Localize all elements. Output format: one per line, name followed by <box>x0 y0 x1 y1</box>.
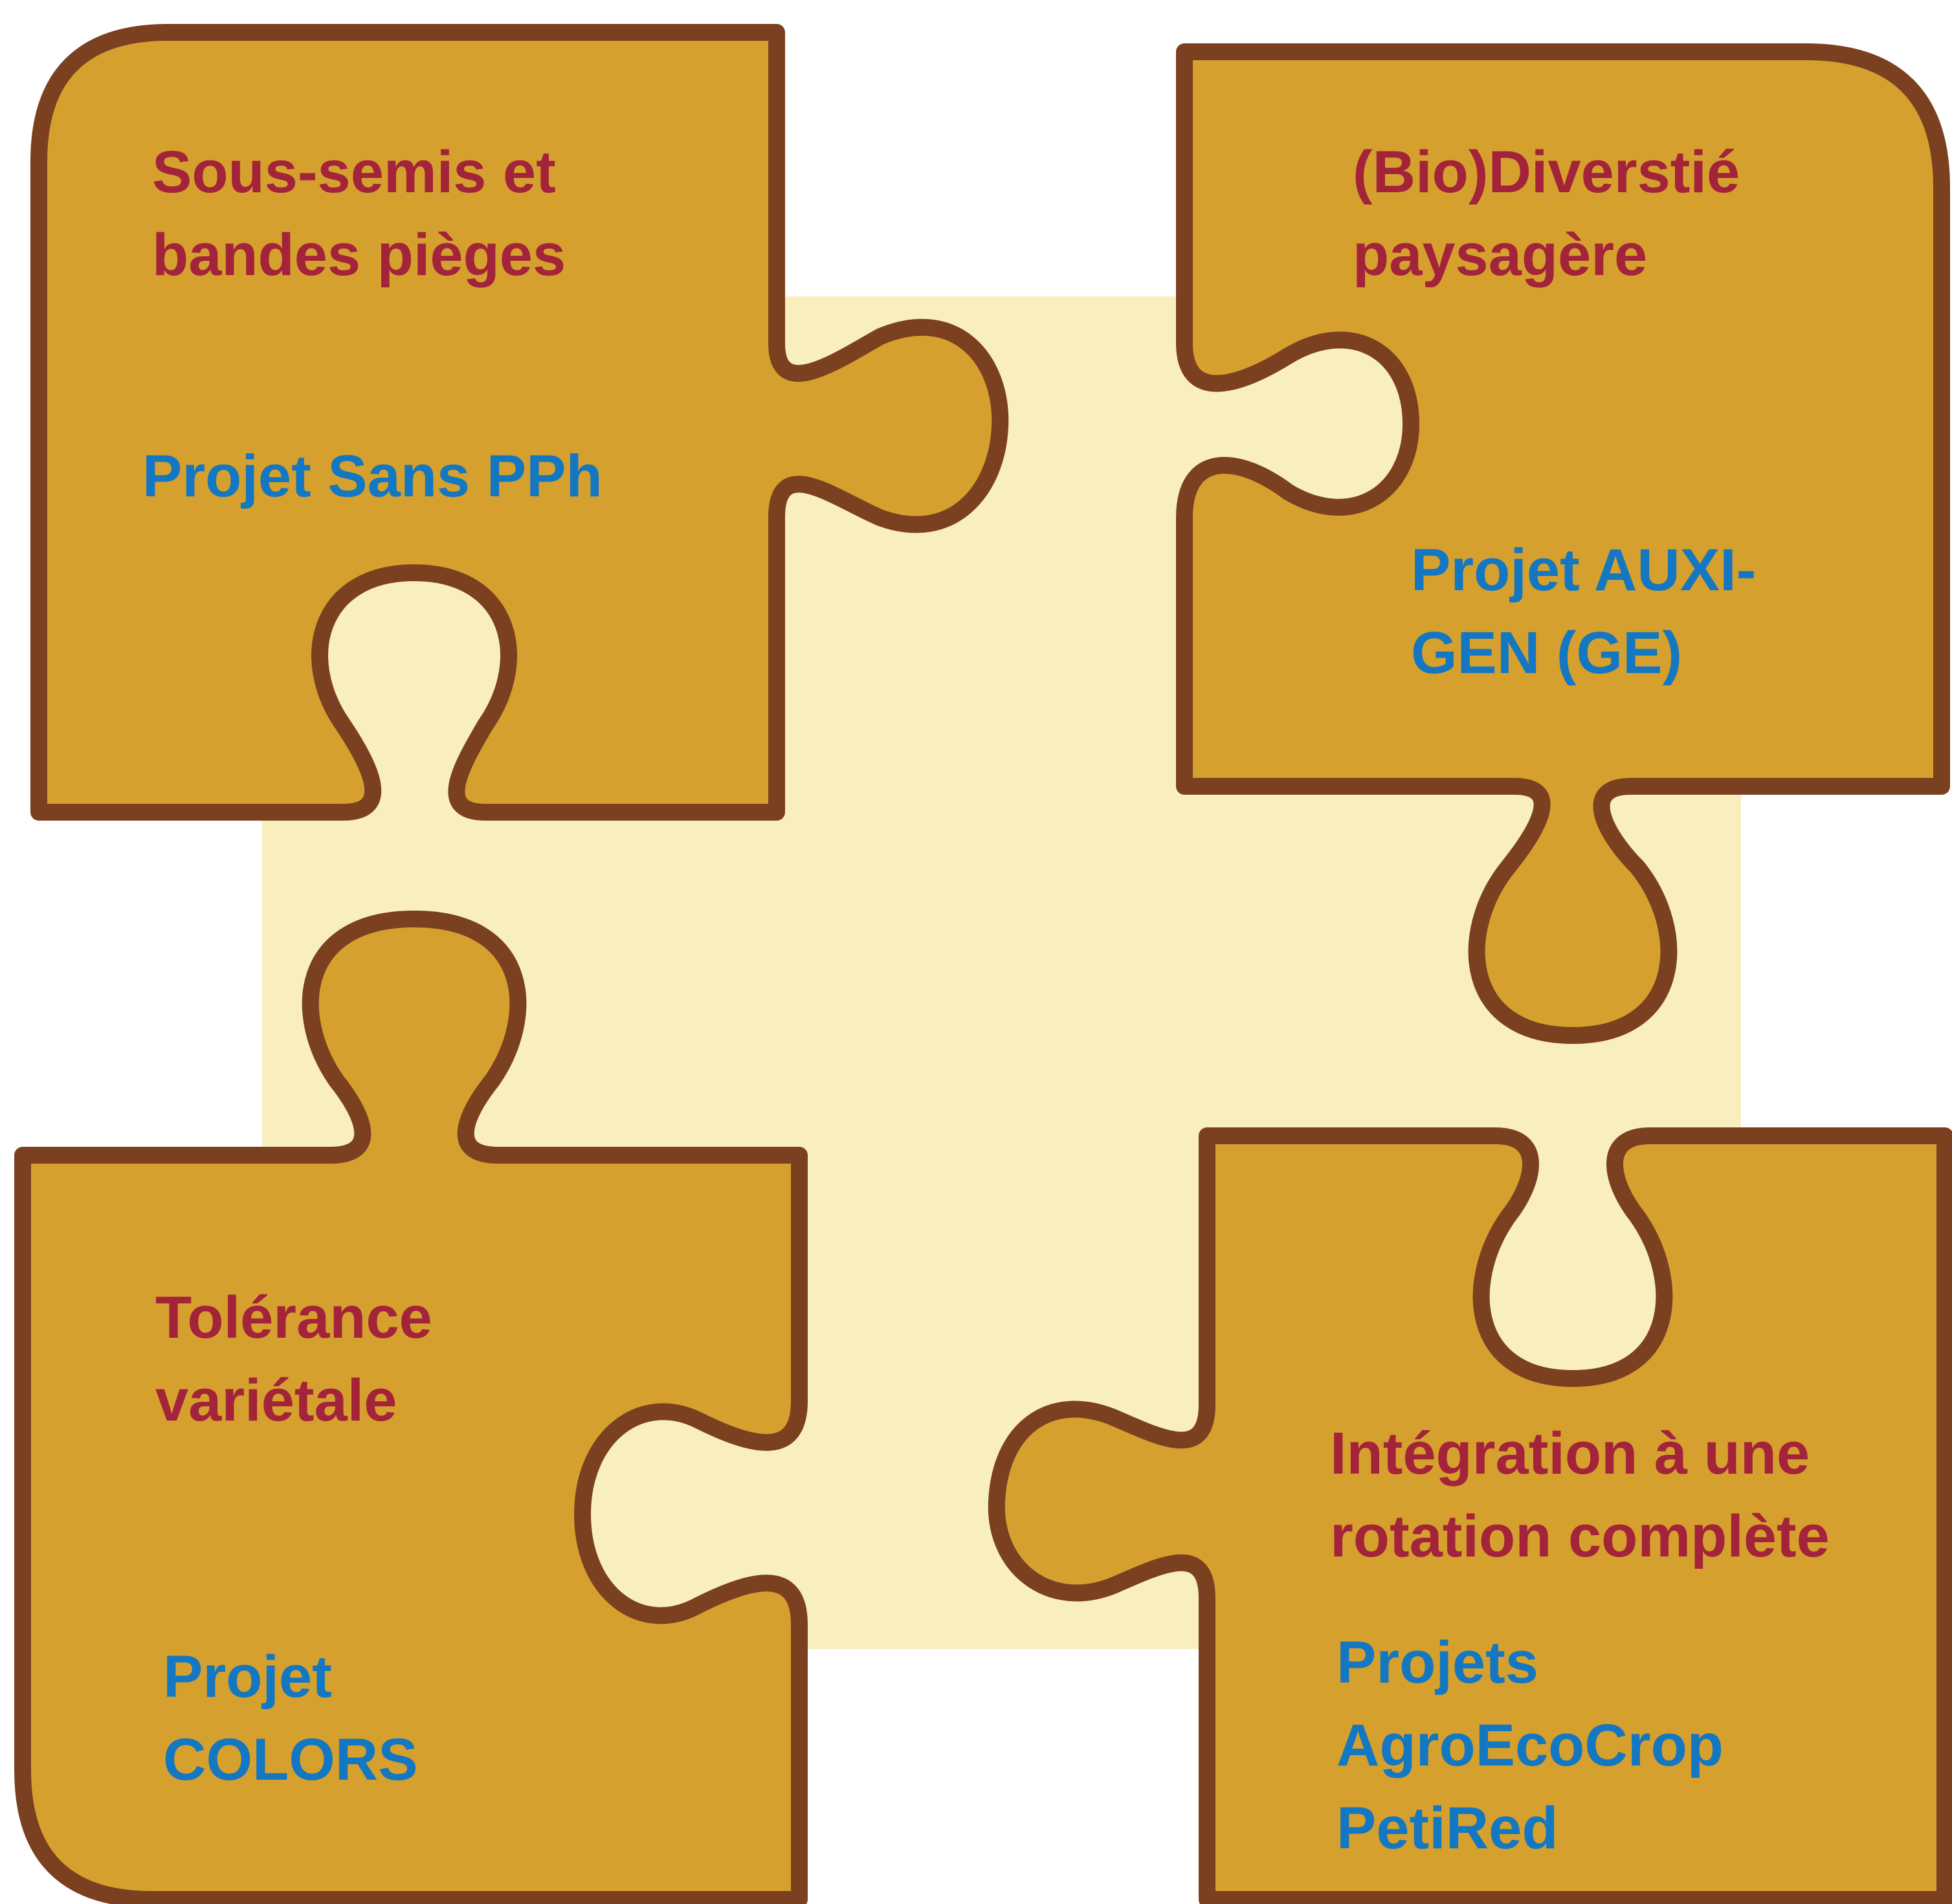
bottom-left-project-line-2: COLORS <box>163 1727 418 1793</box>
piece-bottom-right <box>988 1127 1952 1904</box>
top-left-topic-line-2: bandes pièges <box>152 222 566 288</box>
top-left-project: Projet Sans PPh <box>142 435 603 518</box>
top-right-project-line-2: GEN (GE) <box>1411 620 1683 686</box>
piece-bottom-left <box>14 911 808 1904</box>
bottom-right-project-line-3: PetiRed <box>1336 1795 1558 1861</box>
top-right-topic-line-1: (Bio)Diverstié <box>1353 139 1740 205</box>
bottom-right-project-line-1: Projets <box>1336 1630 1538 1696</box>
bottom-left-topic-line-1: Tolérance <box>155 1285 432 1351</box>
top-right-topic: (Bio)Diverstié paysagère <box>1353 131 1740 296</box>
bottom-right-project-line-2: AgroEcoCrop <box>1336 1712 1724 1778</box>
top-right-project: Projet AUXI- GEN (GE) <box>1411 529 1756 694</box>
bottom-right-topic: Intégration à une rotation complète <box>1330 1412 1830 1578</box>
piece-top-right <box>1176 43 1950 1044</box>
bottom-left-topic-line-2: variétale <box>155 1367 397 1434</box>
bottom-right-project: Projets AgroEcoCrop PetiRed <box>1336 1621 1724 1870</box>
top-right-project-line-1: Projet AUXI- <box>1411 537 1757 603</box>
bottom-right-topic-line-2: rotation complète <box>1330 1503 1830 1569</box>
bottom-left-topic: Tolérance variétale <box>155 1276 432 1442</box>
top-right-topic-line-2: paysagère <box>1353 222 1648 288</box>
top-left-topic: Sous-semis et bandes pièges <box>152 131 566 296</box>
piece-top-left <box>30 24 1009 821</box>
bottom-right-topic-line-1: Intégration à une <box>1330 1421 1810 1487</box>
top-left-topic-line-1: Sous-semis et <box>152 139 556 205</box>
bottom-left-project-line-1: Projet <box>163 1644 332 1710</box>
top-left-project-line-1: Projet Sans PPh <box>142 443 603 509</box>
bottom-left-project: Projet COLORS <box>163 1635 418 1801</box>
